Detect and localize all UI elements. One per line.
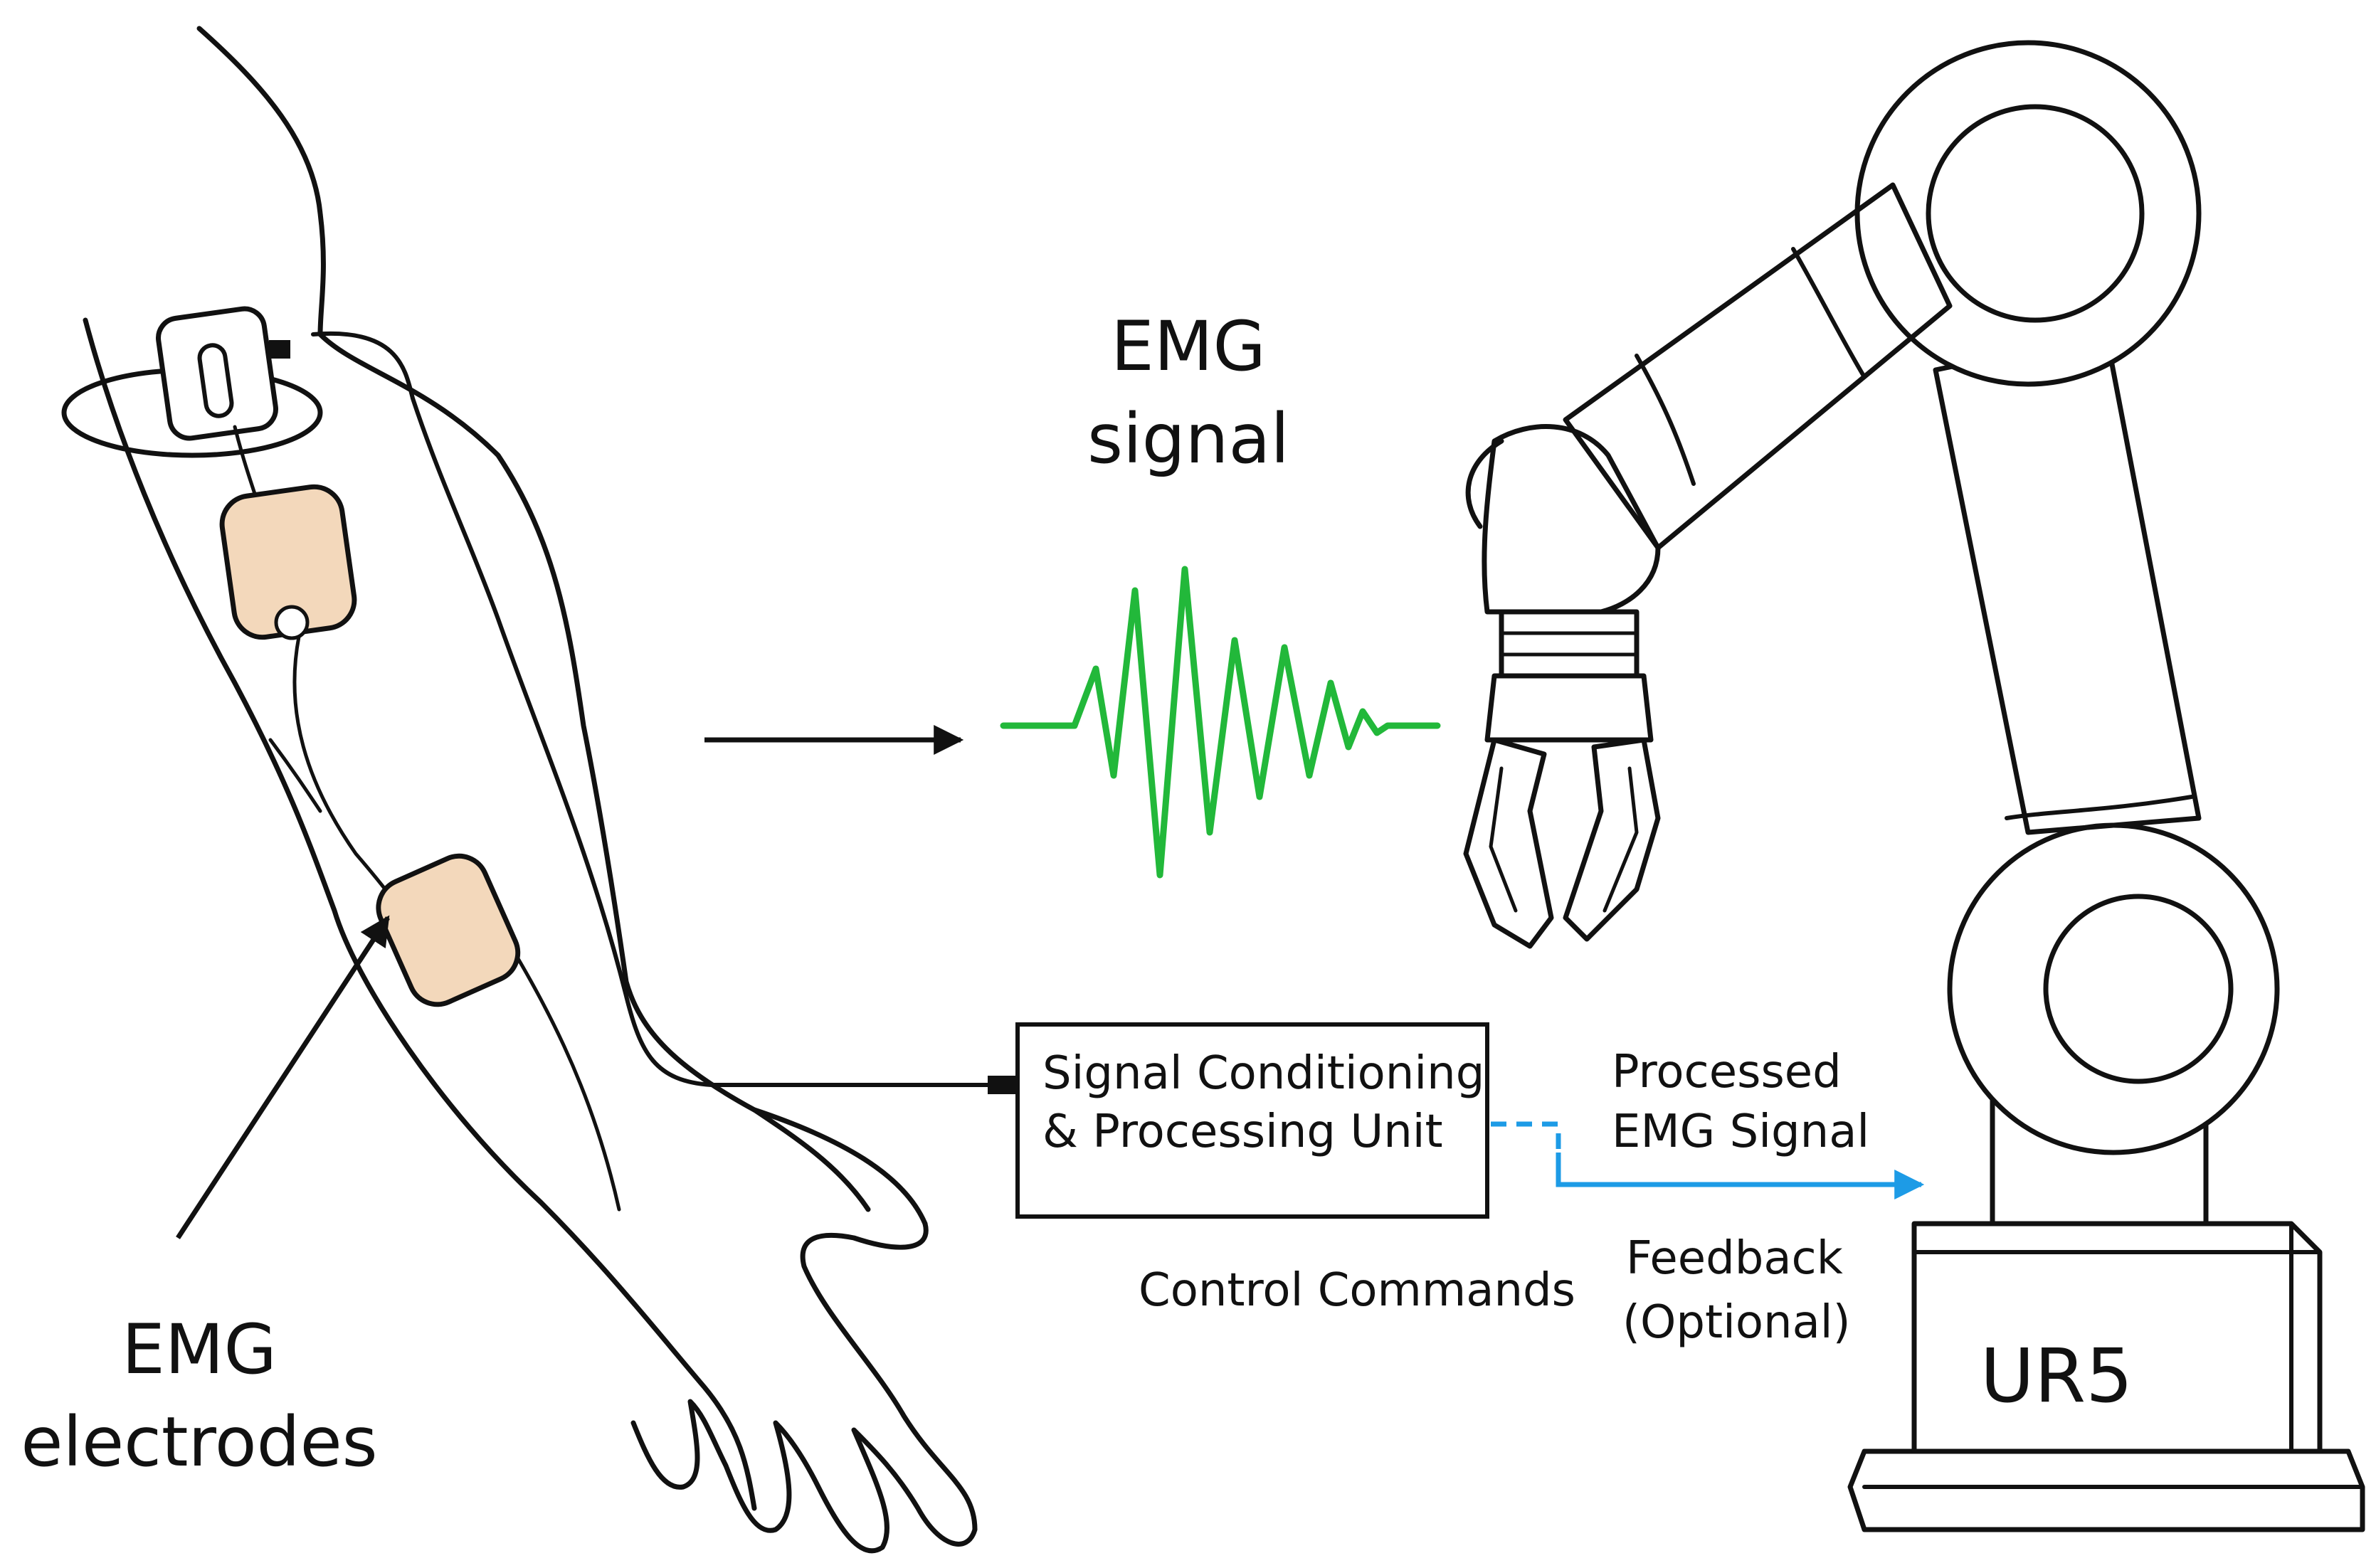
robot-elbow-joint-cap	[1926, 104, 2145, 323]
robot-base-box	[1911, 1221, 2323, 1454]
robot-shoulder-joint-cap	[2043, 894, 2234, 1084]
feedback-label-line1: Feedback	[1626, 1232, 1843, 1285]
emg-electrodes-label-line2: electrodes	[21, 1402, 377, 1482]
processed-signal-label-line2: EMG Signal	[1612, 1106, 1869, 1158]
hand-outline	[630, 1221, 978, 1554]
robot-upper-link-ring	[2005, 795, 2194, 820]
emg-electrodes-label-line1: EMG	[122, 1310, 277, 1389]
robot-model-label: UR5	[1980, 1333, 2133, 1419]
cable-to-processing-unit	[311, 331, 991, 1087]
cable-plug	[988, 1076, 1016, 1094]
robot-upper-link	[1933, 332, 2202, 835]
robot-forearm-ring-1	[1791, 247, 1867, 379]
sensor-slot	[197, 343, 234, 418]
sensor-box	[156, 306, 278, 441]
control-commands-label: Control Commands	[1139, 1264, 1575, 1317]
arm-outline-outer	[317, 332, 928, 1227]
arm-muscle-line	[268, 738, 322, 813]
robot-forearm	[1563, 182, 1953, 551]
thumb-outline	[751, 1107, 871, 1212]
robot-gripper-finger-left	[1463, 737, 1554, 949]
electrode-pad-1-snap	[274, 605, 310, 640]
arm-outline-inner	[83, 317, 757, 1511]
feedback-label-line2: (Optional)	[1622, 1296, 1851, 1349]
feedback-link-dashed	[1491, 1121, 1561, 1153]
processing-unit-box	[1015, 1022, 1489, 1219]
sensor-connector	[269, 340, 290, 359]
robot-arm: UR5	[1463, 40, 2365, 1532]
electrode-wire-top	[233, 425, 258, 500]
robot-forearm-ring-2	[1635, 354, 1696, 486]
processed-signal-label-line1: Processed	[1612, 1046, 1842, 1098]
emg-waveform	[1000, 566, 1441, 879]
robot-wrist	[1482, 424, 1661, 615]
robot-gripper-finger-left-detail	[1489, 766, 1518, 913]
electrode-pad-2	[376, 853, 521, 1007]
robot-tool-flange	[1499, 609, 1640, 679]
emg-signal-label-line1: EMG	[1111, 307, 1266, 386]
emg-signal-label-line2: signal	[1087, 399, 1289, 479]
sensor-module	[156, 306, 290, 441]
robot-gripper-finger-right-detail	[1603, 766, 1639, 913]
robot-gripper-finger-right	[1563, 737, 1661, 942]
robot-base-plate	[1847, 1448, 2365, 1532]
robot-wrist-elbow	[1465, 438, 1504, 529]
processing-unit-label-line2: & Processing Unit	[1042, 1106, 1443, 1158]
upper-arm-line	[196, 26, 326, 337]
human-arm	[61, 26, 978, 1554]
processed-signal-arrow	[1556, 1153, 1925, 1199]
electrode-pointer-arrow	[176, 915, 390, 1239]
processing-unit-label-line1: Signal Conditioning	[1042, 1047, 1484, 1100]
robot-gripper-body	[1484, 673, 1654, 743]
